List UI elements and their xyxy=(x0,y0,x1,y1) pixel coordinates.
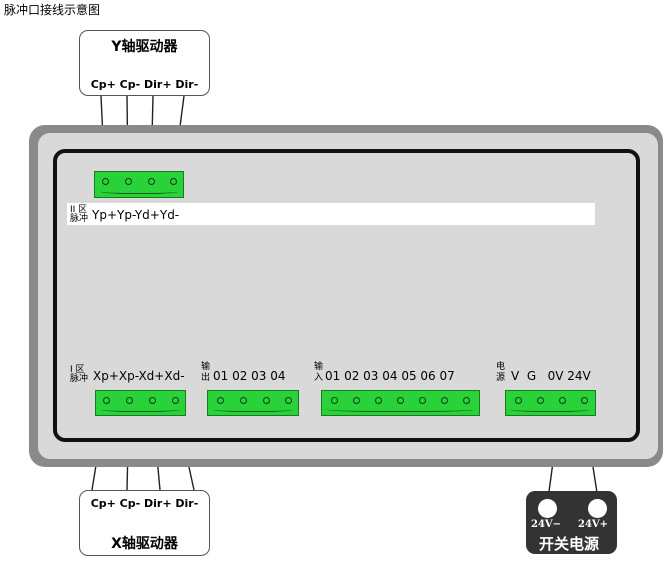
screw-icon xyxy=(559,397,566,404)
screw-icon xyxy=(463,397,470,404)
screw-icon xyxy=(102,178,109,185)
power-terminal-block xyxy=(505,390,596,416)
screw-icon xyxy=(126,397,133,404)
screw-icon xyxy=(581,397,588,404)
input-terminal-block xyxy=(321,390,480,416)
power-terminal-labels: V G 0V 24V xyxy=(511,369,591,383)
screw-icon xyxy=(148,178,155,185)
zone1-pulse-label: 脉冲 xyxy=(70,374,89,384)
zone2-label-strip xyxy=(67,203,595,225)
y-pulse-terminal-block xyxy=(94,171,184,198)
screw-icon xyxy=(285,397,292,404)
zone1-zone-label: I 区 xyxy=(70,365,85,375)
zone1-terminal-labels: Xp+Xp-Xd+Xd- xyxy=(93,369,185,383)
x-driver-box: Cp+ Cp- Dir+ Dir- X轴驱动器 xyxy=(79,490,210,556)
power-terminal-label-bottom: 源 xyxy=(496,373,506,383)
zone2-pulse-label: 脉冲 xyxy=(70,214,89,224)
screw-icon xyxy=(263,397,270,404)
x-driver-title: X轴驱动器 xyxy=(111,536,178,552)
screw-icon xyxy=(419,397,426,404)
inputs-label-top: 输 xyxy=(314,362,324,372)
power-minus-label: 24V− xyxy=(531,519,562,530)
screw-icon xyxy=(397,397,404,404)
screw-icon xyxy=(537,397,544,404)
zone2-zone-label: II 区 xyxy=(70,205,88,215)
screw-icon xyxy=(172,397,179,404)
page-title: 脉冲口接线示意图 xyxy=(4,3,101,17)
screw-icon xyxy=(515,397,522,404)
x-driver-pin-labels: Cp+ Cp- Dir+ Dir- xyxy=(90,497,199,510)
y-driver-pin-labels: Cp+ Cp- Dir+ Dir- xyxy=(90,78,199,91)
screw-icon xyxy=(240,397,247,404)
screw-icon xyxy=(217,397,224,404)
screw-icon xyxy=(375,397,382,404)
inputs-label-bottom: 入 xyxy=(314,373,324,383)
screw-icon xyxy=(149,397,156,404)
terminal-plus-icon xyxy=(588,499,607,518)
screw-icon xyxy=(441,397,448,404)
output-terminal-block xyxy=(207,390,299,416)
terminal-minus-icon xyxy=(538,499,557,518)
inputs-terminal-labels: 01 02 03 04 05 06 07 xyxy=(325,369,455,383)
switching-power-supply: 24V− 24V+ 开关电源 xyxy=(526,491,617,554)
outputs-terminal-labels: 01 02 03 04 xyxy=(213,369,286,383)
outputs-label-top: 输 xyxy=(201,362,211,372)
x-pulse-terminal-block xyxy=(95,390,186,416)
y-driver-title: Y轴驱动器 xyxy=(111,39,178,55)
screw-icon xyxy=(103,397,110,404)
outputs-label-bottom: 出 xyxy=(201,373,211,383)
screw-icon xyxy=(125,178,132,185)
power-plus-label: 24V+ xyxy=(578,519,609,530)
screw-icon xyxy=(331,397,338,404)
zone2-terminal-labels: Yp+Yp-Yd+Yd- xyxy=(92,208,180,222)
y-driver-box: Y轴驱动器 Cp+ Cp- Dir+ Dir- xyxy=(79,30,210,96)
power-terminal-label-top: 电 xyxy=(496,362,506,372)
screw-icon xyxy=(353,397,360,404)
controller-panel-border xyxy=(53,149,640,442)
screw-icon xyxy=(170,178,177,185)
power-supply-title: 开关电源 xyxy=(539,535,600,553)
